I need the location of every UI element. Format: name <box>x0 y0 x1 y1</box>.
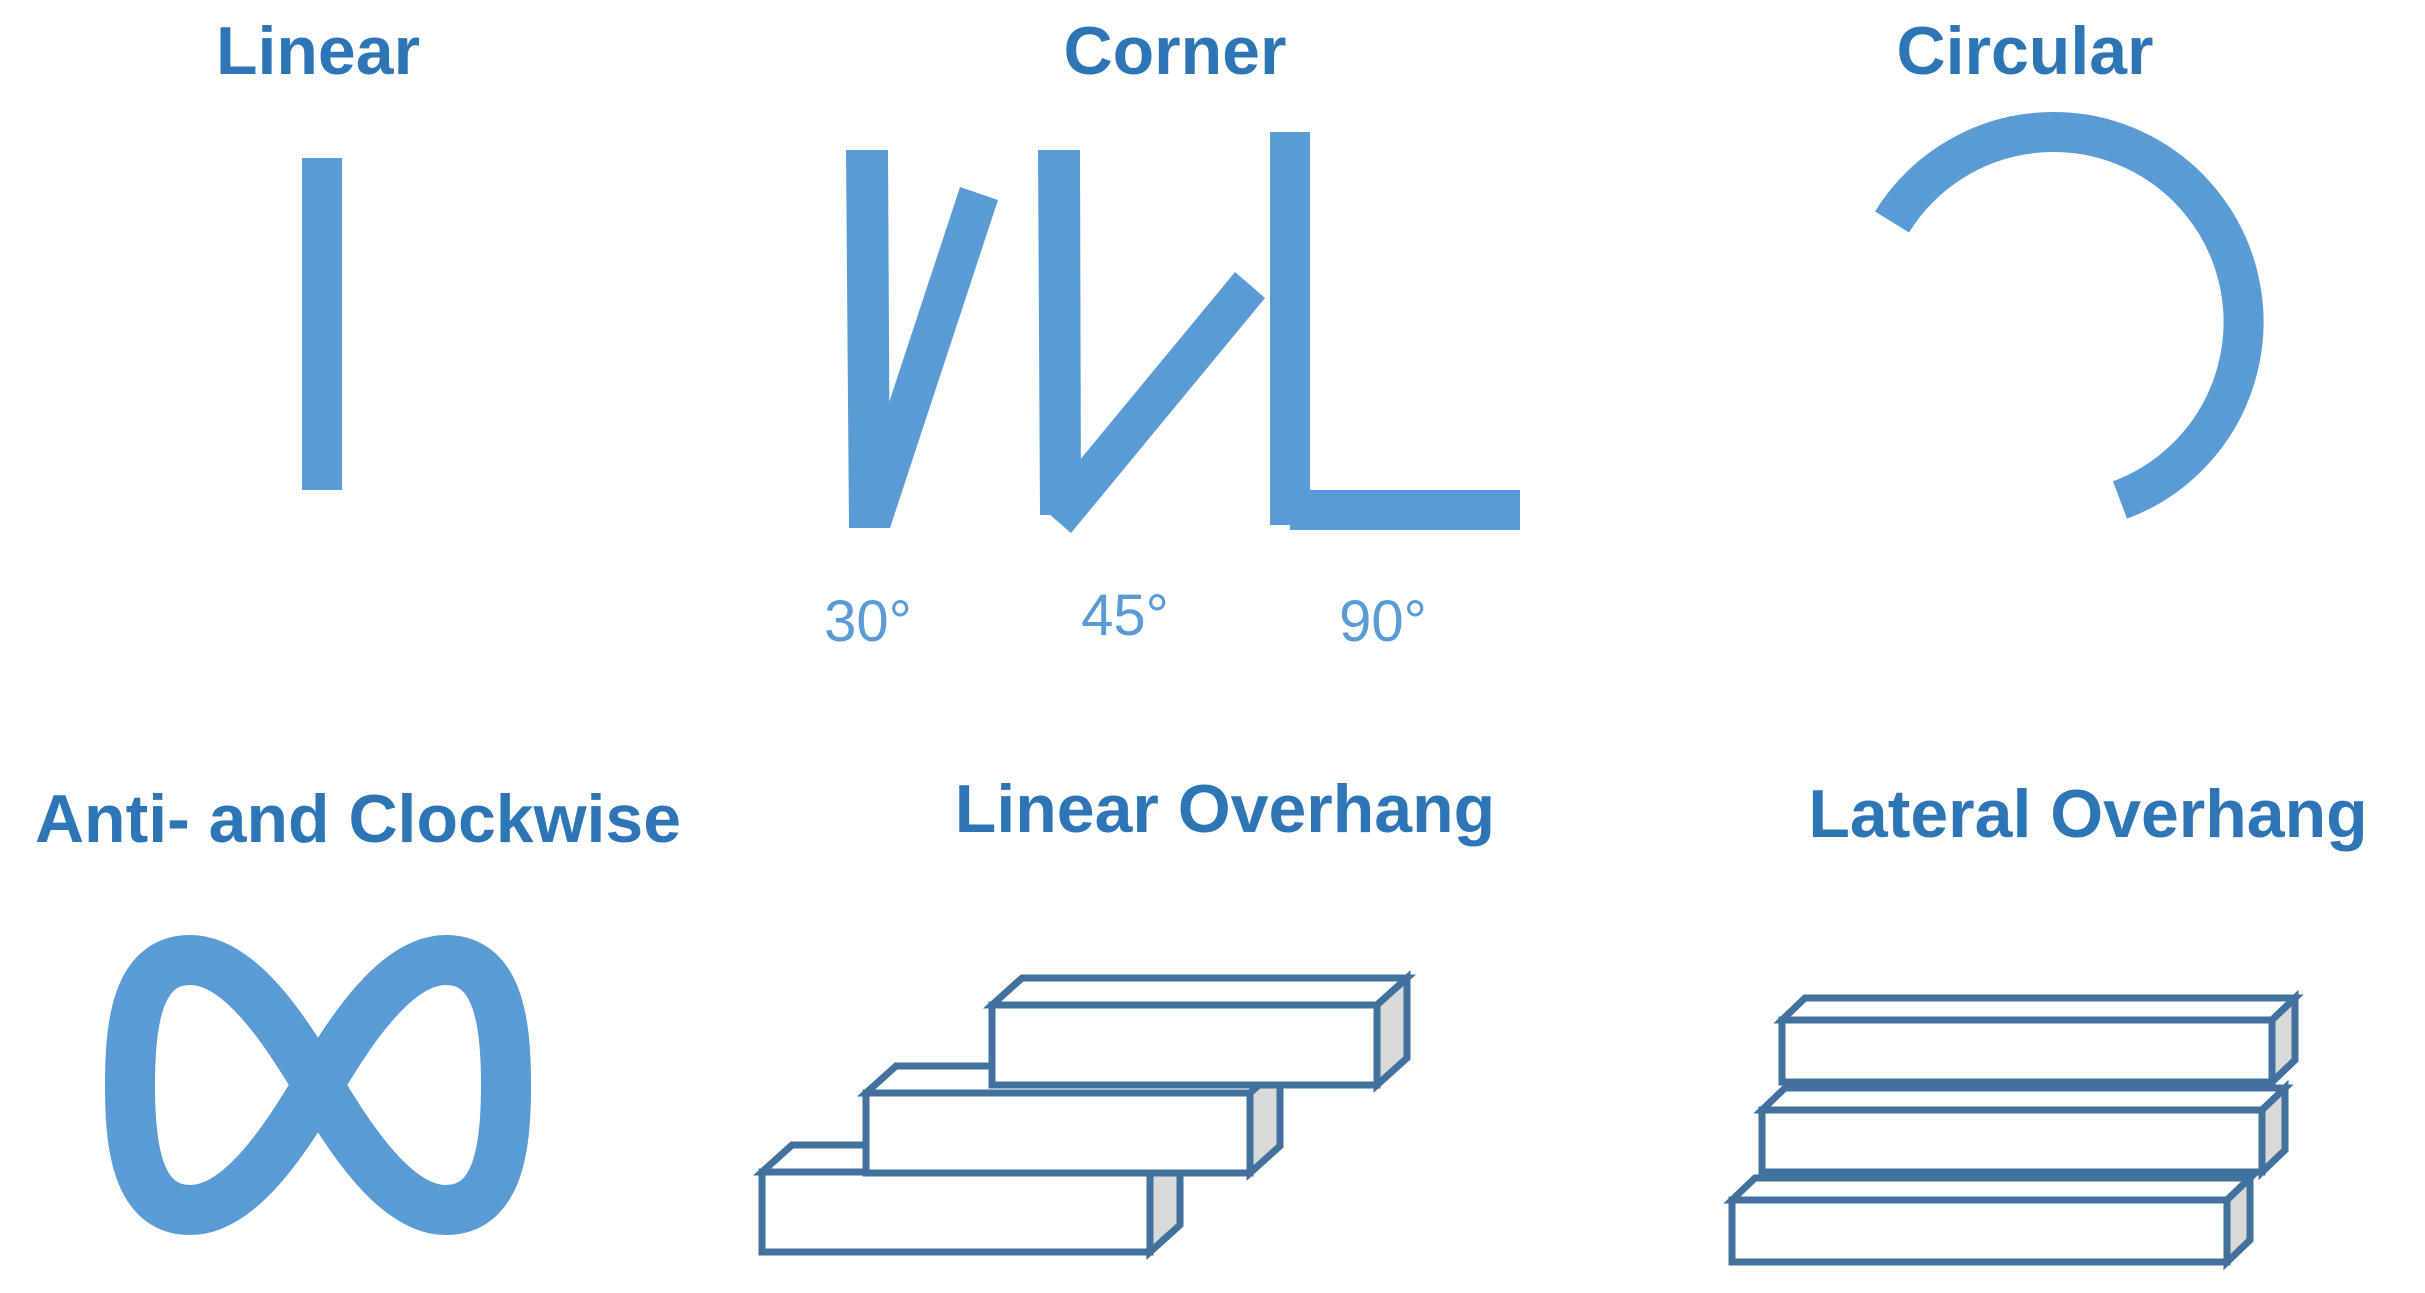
linear-bar <box>302 158 342 490</box>
lateral-overhang-box-1 <box>1723 1169 2259 1271</box>
lateral-overhang-boxes <box>1723 989 2304 1271</box>
title-corner: Corner <box>1063 13 1287 89</box>
circular-arc <box>1875 112 2264 519</box>
linear-overhang-boxes <box>752 970 1417 1260</box>
corner-45-shape <box>1038 150 1265 533</box>
title-lateral-overhang: Lateral Overhang <box>1808 776 2368 852</box>
angle-label-45: 45° <box>1081 583 1169 648</box>
corner-30-shape <box>846 150 998 528</box>
title-linear-overhang: Linear Overhang <box>954 771 1496 847</box>
angle-label-30: 30° <box>824 589 912 654</box>
title-anti-and-clockwise: Anti- and Clockwise <box>34 781 682 857</box>
infinity-shape <box>105 935 531 1235</box>
linear-overhang-box-3 <box>982 970 1417 1093</box>
lateral-overhang-box-2 <box>1753 1079 2294 1181</box>
title-linear: Linear <box>215 13 421 89</box>
lateral-overhang-box-3 <box>1773 989 2304 1091</box>
title-circular: Circular <box>1896 13 2154 89</box>
angle-label-90: 90° <box>1339 589 1427 654</box>
corner-90-shape <box>1270 132 1520 530</box>
